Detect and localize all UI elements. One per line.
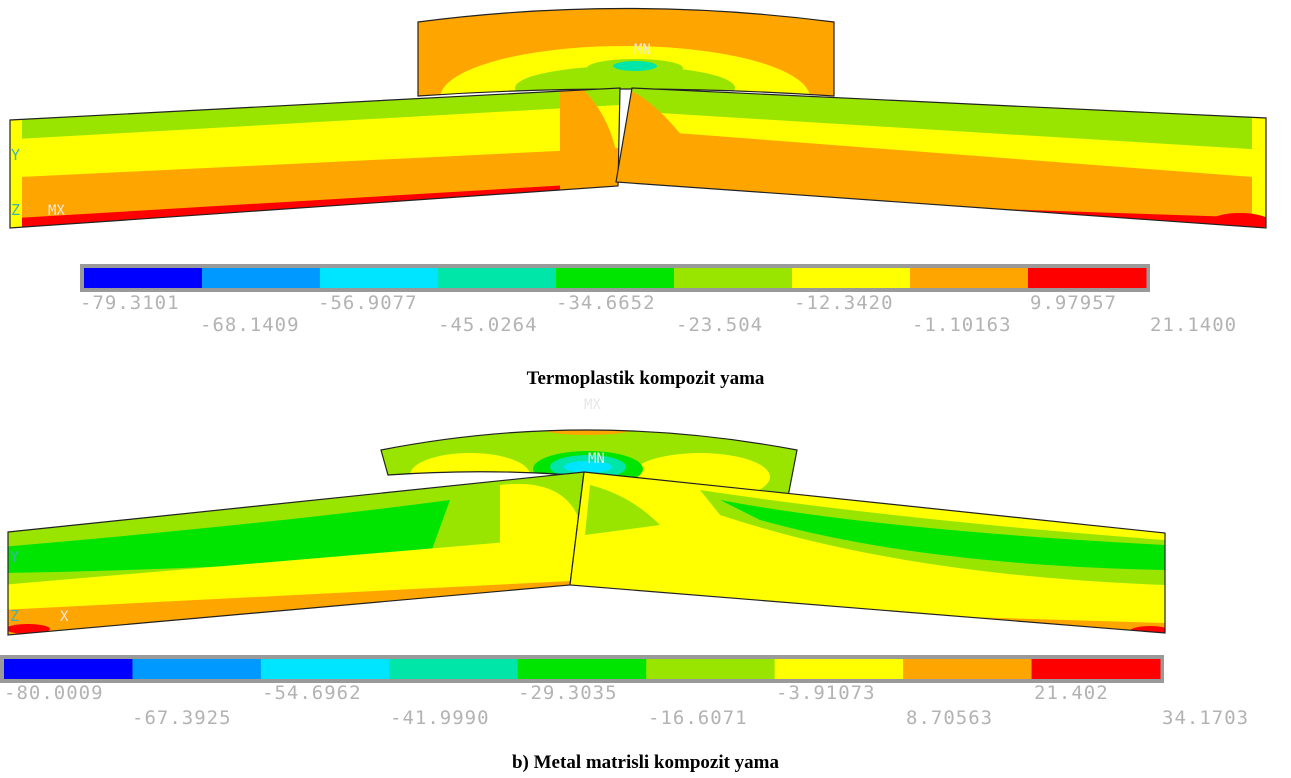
legend-swatch-2 [320,268,439,288]
legend-swatch-6 [774,659,904,679]
min-marker-b: MN [588,451,605,467]
plate-right-b [570,472,1165,633]
legend-label-a-top-4: 9.97957 [1030,292,1118,314]
legend-swatch-6 [792,268,911,288]
stress-contour-plot-b: MX MN X Y Z [0,397,1166,683]
panel-metal-matrix: MX MN X Y Z -80.0009 -54.6962 -29.3035 -… [0,395,1291,740]
max-marker-b: MX [584,397,601,413]
plate-right-a [616,88,1266,228]
legend-label-a-bottom-0: -68.1409 [200,314,300,336]
legend-label-a-bottom-4: 21.1400 [1150,314,1238,336]
axis-z-label-b: Z [10,607,19,625]
legend-swatch-8 [1028,268,1147,288]
legend-swatch-0 [84,268,203,288]
legend-swatch-3 [389,659,519,679]
legend-swatch-3 [438,268,557,288]
legend-label-b-bottom-1: -41.9990 [390,707,490,729]
caption-b: b) Metal matrisli kompozit yama [511,752,779,773]
legend-label-a-top-2: -34.6652 [556,292,656,314]
plate-left-a [10,88,620,228]
legend-label-b-bottom-3: 8.70563 [906,707,994,729]
legend-label-a-top-3: -12.3420 [794,292,894,314]
legend-label-a-bottom-3: -1.10163 [912,314,1012,336]
legend-swatch-4 [556,268,675,288]
axis-y-label-b: Y [10,548,19,566]
legend-swatch-1 [202,268,321,288]
legend-swatch-0 [4,659,133,679]
patch-region-a [418,8,834,96]
x-marker-b: X [60,609,69,625]
legend-label-a-bottom-2: -23.504 [676,314,764,336]
color-legend-b [0,655,1164,683]
plate-left-b [8,472,584,635]
legend-swatch-4 [517,659,647,679]
legend-swatch-7 [910,268,1029,288]
legend-label-b-bottom-2: -16.6071 [648,707,748,729]
axis-z-label-a: Z [11,201,20,219]
legend-label-b-top-0: -80.0009 [4,682,104,704]
legend-label-b-top-2: -29.3035 [518,682,618,704]
color-legend-a [80,264,1150,292]
legend-swatch-2 [260,659,390,679]
legend-label-b-bottom-0: -67.3925 [132,707,232,729]
legend-swatch-5 [674,268,793,288]
panel-thermoplastic: MN MX Y Z -79.3101 -56.9077 -34.6652 -12… [0,0,1291,345]
caption-a: Termoplastik kompozit yama [526,368,765,389]
legend-swatch-5 [646,659,776,679]
legend-swatch-7 [903,659,1033,679]
max-marker-a: MX [48,203,65,219]
legend-label-a-top-0: -79.3101 [80,292,180,314]
legend-label-a-top-1: -56.9077 [318,292,418,314]
legend-label-b-top-3: -3.91073 [776,682,876,704]
legend-swatch-1 [132,659,262,679]
legend-swatch-8 [1031,659,1161,679]
legend-label-b-top-1: -54.6962 [262,682,362,704]
legend-label-b-top-4: 21.402 [1034,682,1109,704]
stress-contour-plot-a: MN MX Y Z [9,7,1267,292]
legend-label-a-bottom-1: -45.0264 [438,314,538,336]
axis-y-label-a: Y [11,146,20,164]
min-marker-a: MN [634,42,651,58]
legend-label-b-bottom-4: 34.1703 [1162,707,1250,729]
